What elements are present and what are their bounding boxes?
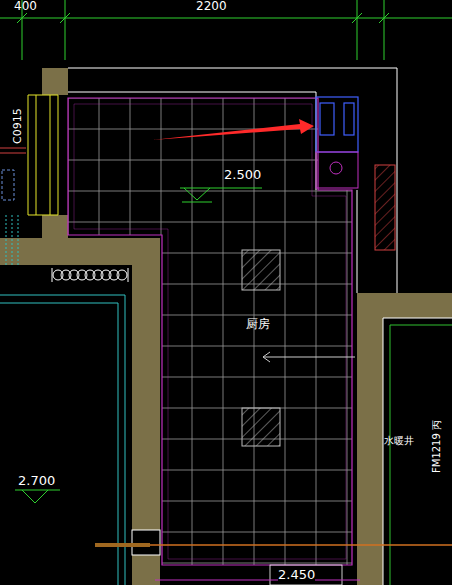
shaft-name: 水暖井 bbox=[384, 436, 414, 446]
room-name: 厨房 bbox=[246, 318, 270, 330]
level-mark: 2.500 bbox=[224, 168, 261, 181]
room-area: 2.500 厨房 bbox=[162, 160, 352, 565]
level-mark: 2.450 bbox=[278, 568, 315, 581]
door-code: FM1219 丙 bbox=[432, 420, 442, 473]
dimension: 2200 bbox=[196, 0, 227, 12]
dimension: 400 bbox=[14, 0, 37, 12]
window-code: C0915 bbox=[12, 108, 23, 144]
level-mark: 2.700 bbox=[18, 474, 55, 487]
